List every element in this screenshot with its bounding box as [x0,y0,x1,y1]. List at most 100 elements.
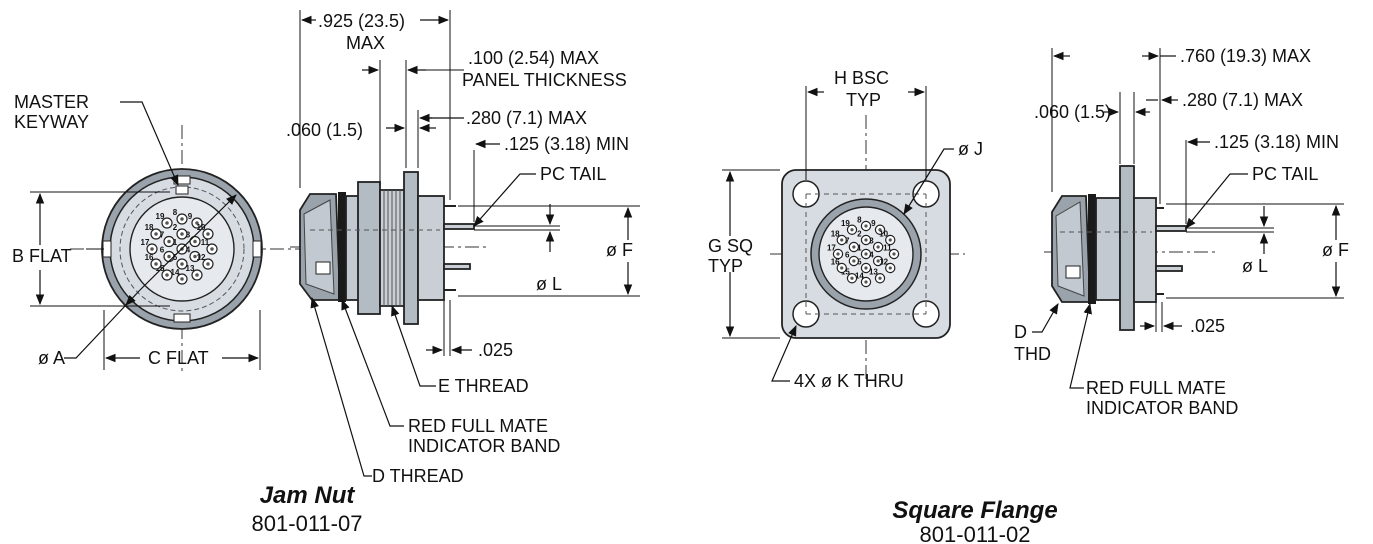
sf-pin-number: 3 [869,236,874,245]
jn-pin-contact [180,262,184,266]
sf-pin-number: 9 [871,219,876,228]
sf-pin-contact [878,276,882,280]
sf-pin-number: 16 [831,257,840,266]
sf-pin-number: 14 [855,271,864,280]
sf-pin-contact [876,245,880,249]
jn-pin-number: 11 [201,238,210,247]
jn-red-band-label-1: RED FULL MATE [408,416,548,436]
jn-pin-contact [154,232,158,236]
jn-pin-number: 19 [156,212,165,221]
sf-pin-contact [888,238,892,242]
jn-d-thread-label: D THREAD [372,466,464,486]
sf-pin-contact [850,276,854,280]
sf-pin-number: 19 [841,219,850,228]
jn-pin-number: 7 [160,231,165,240]
sf-red-band-label-2: INDICATOR BAND [1086,398,1238,418]
square-flange-part-number: 801-011-02 [920,522,1031,544]
jn-pin-contact [154,262,158,266]
jn-dim-280-label: .280 (7.1) MAX [466,108,587,128]
sf-dim-025-label: .025 [1190,316,1225,336]
jn-pin-contact [206,262,210,266]
sf-red-band-label-1: RED FULL MATE [1086,378,1226,398]
jn-pin-number: 8 [173,208,178,217]
square-flange-title: Square Flange [892,497,1057,524]
sf-g-sq-label-1: G SQ [708,236,753,256]
sf-g-sq-label-2: TYP [708,256,743,276]
jn-c-flat-label: C FLAT [148,348,209,368]
jn-pin-contact [180,217,184,221]
sf-pin-contact [840,266,844,270]
sf-pin-number: 15 [841,268,850,277]
jn-dia-l-label: ø L [536,274,562,294]
jn-master-keyway-label-2: KEYWAY [14,112,89,132]
jn-master-keyway-label-1: MASTER [14,92,89,112]
sf-dia-j-label: ø J [958,139,983,159]
jn-pin-contact [150,247,154,251]
sf-k-thru-label: 4X ø K THRU [794,371,904,391]
sf-pin-contact [850,228,854,232]
jn-dia-f-label: ø F [606,240,633,260]
sf-pin-contact [864,266,868,270]
jn-pin-number: 17 [141,238,150,247]
jn-pin-number: 13 [186,264,195,273]
jn-pin-number: 9 [188,212,193,221]
jn-pin-number: 15 [156,264,165,273]
sf-pin-contact [840,238,844,242]
jn-pin-number: 5 [173,253,178,262]
jn-dim-060-label: .060 (1.5) [286,120,363,140]
jn-pin-contact [165,221,169,225]
sf-pin-number: 11 [883,243,892,252]
sf-d-thd-label-2: THD [1014,344,1051,364]
sf-pin-contact [864,224,868,228]
jn-pc-tail-label: PC TAIL [540,164,606,184]
jn-pin-contact [193,239,197,244]
jam-nut-part-number: 801-011-07 [252,511,363,536]
sf-pin-contact [864,280,868,284]
jn-max-length-label-1: .925 (23.5) [318,11,405,31]
jn-pin-number: 3 [186,231,191,240]
sf-pin-number: 18 [831,229,840,238]
jn-pin-contact [195,221,199,225]
sf-dia-f-label: ø F [1322,240,1349,260]
sf-dim-280-label: .280 (7.1) MAX [1182,90,1303,110]
sf-pin-number: 5 [857,257,862,266]
sf-pin-number: 4 [869,250,874,259]
jn-pin-contact [195,273,199,277]
jn-max-length-label-2: MAX [346,33,385,53]
jam-nut-title: Jam Nut [260,482,356,509]
jn-dim-125-label: .125 (3.18) MIN [504,134,629,154]
jn-pin-number: 6 [160,246,165,255]
sf-d-thd-label-1: D [1014,322,1027,342]
jn-pin-number: 12 [197,253,206,262]
sf-pin-number: 2 [857,229,862,238]
sf-pc-tail-label: PC TAIL [1252,164,1318,184]
jn-pin-number: 10 [197,223,206,232]
sf-pin-contact [876,259,880,263]
jn-pin-contact [210,247,214,251]
jn-panel-label-2: PANEL THICKNESS [462,70,627,90]
sf-pin-number: 12 [879,257,888,266]
sf-pin-number: 8 [857,215,862,224]
sf-pin-number: 10 [879,229,888,238]
square-flange-side-view [1044,165,1218,331]
sf-pin-number: 1 [857,243,862,252]
sf-h-bsc-label-1: H BSC [834,68,889,88]
jam-nut-side-view [290,171,490,325]
jn-pin-contact [180,232,184,236]
jn-red-band-label-2: INDICATOR BAND [408,436,560,456]
sf-pin-number: 17 [827,243,836,252]
jn-panel-label-1: .100 (2.54) MAX [468,48,599,68]
sf-pin-number: 13 [869,268,878,277]
jn-pin-number: 16 [145,253,154,262]
sf-pin-contact [888,266,892,270]
sf-dim-060-label: .060 (1.5) [1034,102,1111,122]
jn-pin-number: 18 [145,223,154,232]
jn-pin-contact [167,239,171,244]
jn-pin-contact [193,254,197,259]
sf-pin-contact [852,245,856,249]
jn-pin-number: 14 [171,268,180,277]
sf-pin-contact [892,252,896,256]
